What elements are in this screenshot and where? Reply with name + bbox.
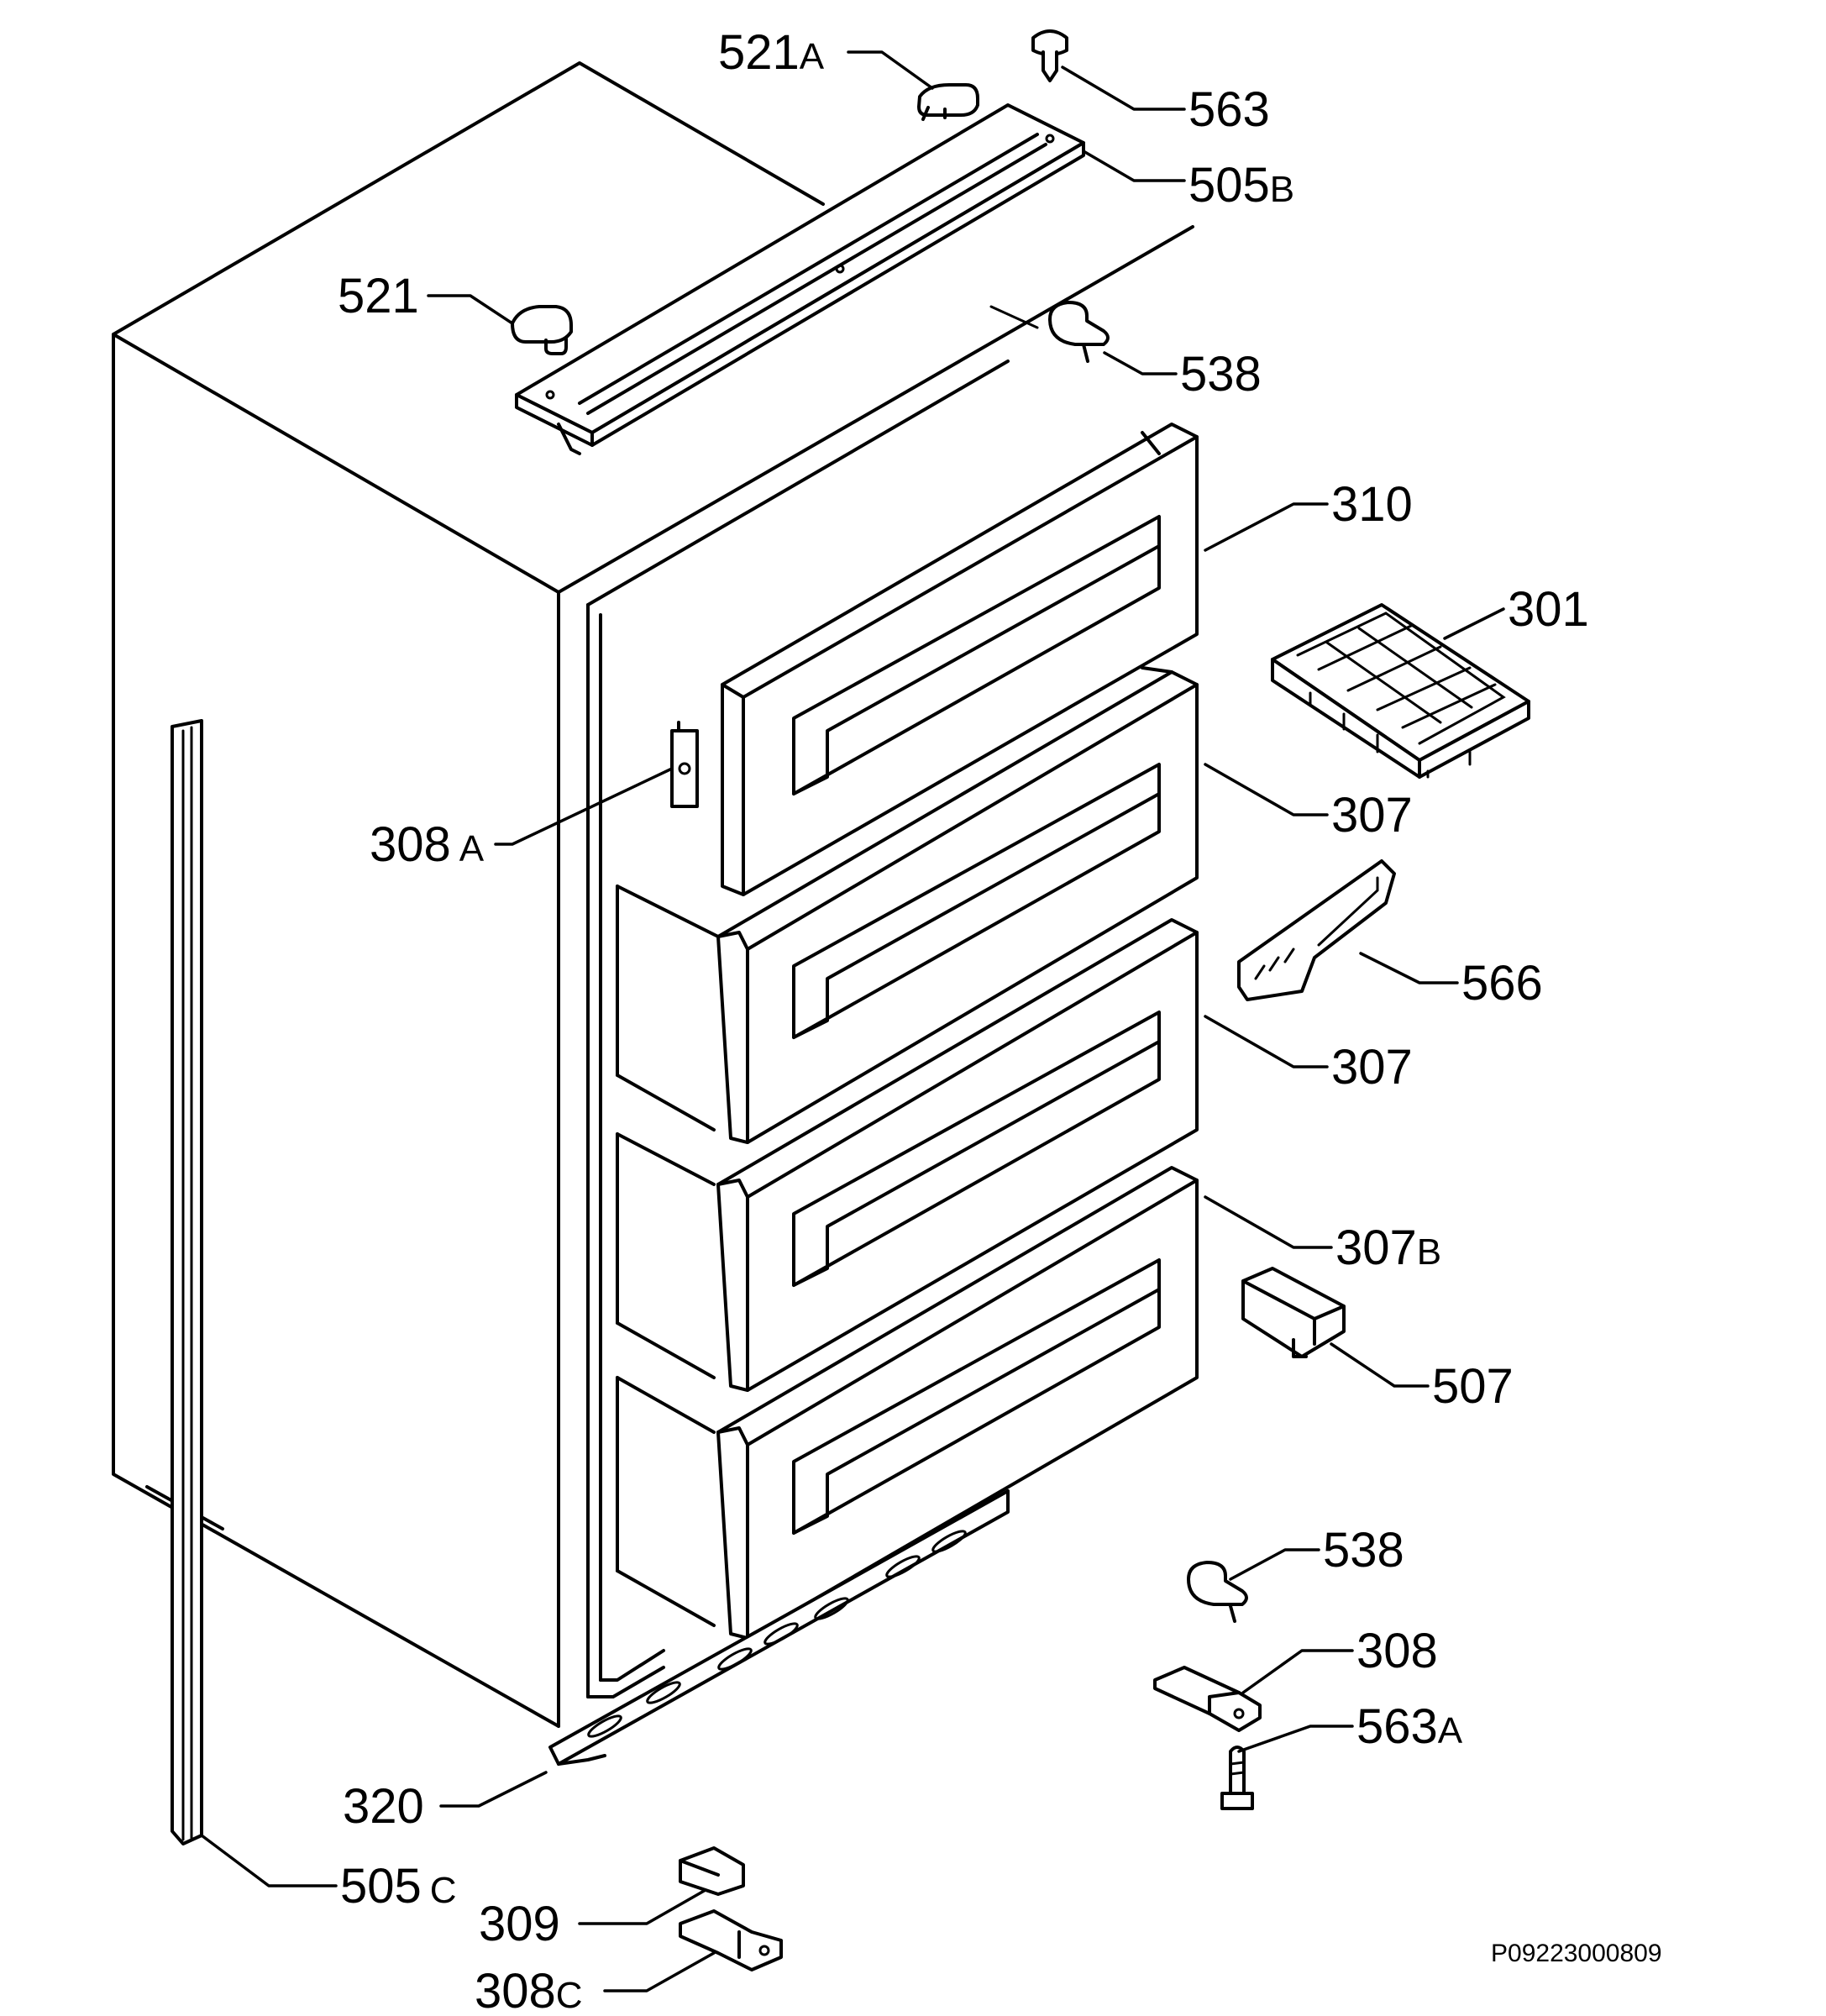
screw-563 bbox=[1031, 29, 1068, 82]
drawer-307-middle bbox=[616, 918, 1199, 1392]
callout-308c: 308C bbox=[475, 1964, 583, 2016]
hinge-cap-521 bbox=[511, 305, 573, 355]
leader-lines bbox=[200, 50, 1505, 1992]
door-gasket-strip bbox=[171, 719, 203, 1845]
callout-521a: 521A bbox=[718, 25, 825, 80]
callout-307-middle: 307 bbox=[1331, 1040, 1413, 1095]
hinge-bracket-308a bbox=[670, 721, 699, 808]
hinge-cap-521a bbox=[917, 83, 979, 121]
callout-320: 320 bbox=[343, 1779, 424, 1834]
callout-507: 507 bbox=[1432, 1359, 1514, 1414]
hinge-pin-538-top bbox=[1048, 301, 1110, 363]
callout-310: 310 bbox=[1331, 477, 1413, 532]
callout-563a: 563A bbox=[1356, 1699, 1463, 1754]
drawer-307b bbox=[616, 1166, 1199, 1640]
callout-308: 308 bbox=[1356, 1624, 1438, 1678]
callout-309: 309 bbox=[479, 1897, 560, 1951]
hinge-pin-538-bottom bbox=[1187, 1561, 1248, 1623]
ice-cube-tray-301 bbox=[1271, 603, 1530, 779]
hinge-308c bbox=[679, 1909, 783, 1971]
callout-307-upper: 307 bbox=[1331, 788, 1413, 843]
ice-scraper-566 bbox=[1237, 859, 1396, 1001]
callout-566: 566 bbox=[1461, 956, 1543, 1011]
hinge-cover-507 bbox=[1241, 1267, 1346, 1358]
cabinet-body bbox=[112, 61, 1194, 1728]
callout-538-bottom: 538 bbox=[1323, 1523, 1404, 1578]
callout-301: 301 bbox=[1508, 582, 1589, 637]
hinge-cover-309 bbox=[679, 1846, 745, 1896]
callout-521: 521 bbox=[338, 269, 419, 323]
callout-538-top: 538 bbox=[1180, 347, 1262, 402]
hinge-308 bbox=[1153, 1666, 1262, 1732]
screw-563a bbox=[1220, 1746, 1254, 1810]
bottom-rail bbox=[548, 1489, 1010, 1766]
top-hinge-bar bbox=[515, 103, 1085, 455]
callout-563: 563 bbox=[1188, 82, 1270, 137]
drawer-307-upper bbox=[616, 666, 1199, 1144]
callout-307b: 307B bbox=[1335, 1221, 1441, 1275]
callout-505b: 505B bbox=[1188, 158, 1294, 213]
diagram-code: P09223000809 bbox=[1491, 1940, 1662, 1967]
drawer-310 bbox=[721, 423, 1199, 896]
